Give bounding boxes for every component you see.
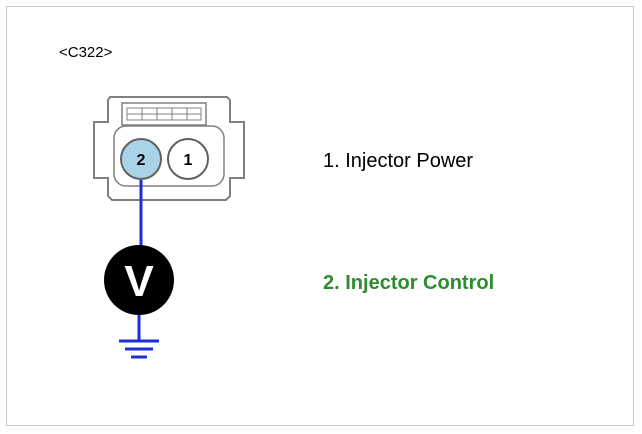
- pin-1: [167, 138, 209, 180]
- diagram-frame: <C322> 1. Injector Power 2. Injector Con…: [6, 6, 634, 426]
- pin-2-number: 2: [137, 152, 146, 169]
- pin-2: [120, 138, 162, 180]
- voltmeter: [104, 245, 174, 315]
- voltmeter-symbol: V: [124, 257, 154, 306]
- pin-1-label: 1. Injector Power: [323, 150, 474, 172]
- pin-2-label: 2. Injector Control: [323, 272, 495, 294]
- connector-id-label: <C322>: [59, 44, 113, 61]
- pin-1-number: 1: [184, 152, 193, 169]
